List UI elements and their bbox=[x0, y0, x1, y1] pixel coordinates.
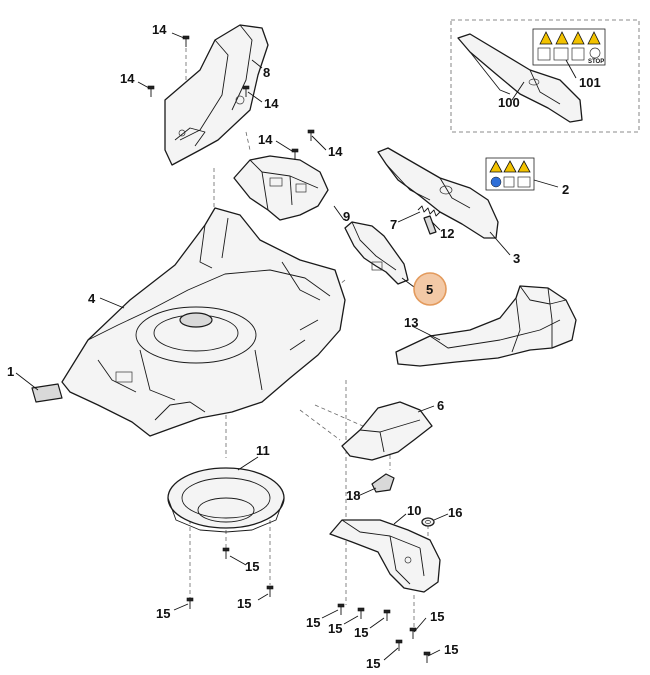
screw-icon bbox=[307, 129, 315, 141]
callout-9: 9 bbox=[343, 209, 350, 224]
callout-101: 101 bbox=[579, 75, 601, 90]
callout-7: 7 bbox=[390, 217, 397, 232]
callout-15: 15 bbox=[444, 642, 458, 657]
part-12-pin bbox=[423, 215, 437, 235]
part-4-housing bbox=[61, 207, 346, 437]
callout-14: 14 bbox=[152, 22, 167, 37]
part-16-washer bbox=[421, 517, 435, 527]
callout-2: 2 bbox=[562, 182, 569, 197]
callout-1: 1 bbox=[7, 364, 14, 379]
part-5-flap bbox=[344, 221, 409, 285]
callout-numbers: 14 8 14 14 14 14 9 4 1 100 101 2 3 7 12 … bbox=[7, 22, 601, 671]
callout-14: 14 bbox=[328, 144, 343, 159]
inset-box bbox=[450, 19, 640, 133]
callout-15: 15 bbox=[430, 609, 444, 624]
part-7-spring bbox=[417, 205, 441, 217]
callout-3: 3 bbox=[513, 251, 520, 266]
screw-icon bbox=[291, 148, 299, 160]
screw-icon bbox=[409, 627, 417, 639]
screw-icon bbox=[186, 597, 194, 609]
callout-13: 13 bbox=[404, 315, 418, 330]
screws-14 bbox=[147, 35, 315, 160]
callout-14: 14 bbox=[120, 71, 135, 86]
callout-15: 15 bbox=[354, 625, 368, 640]
callout-14: 14 bbox=[258, 132, 273, 147]
callout-16: 16 bbox=[448, 505, 462, 520]
part-101-warning-label: STOP bbox=[532, 28, 606, 66]
screw-icon bbox=[222, 547, 230, 559]
callout-15: 15 bbox=[366, 656, 380, 671]
part-18-clip bbox=[371, 473, 395, 493]
stop-text: STOP bbox=[588, 59, 604, 65]
part-1-label bbox=[31, 383, 63, 403]
callout-11: 11 bbox=[256, 443, 270, 458]
part-100-lever bbox=[457, 33, 583, 123]
part-3-lever bbox=[377, 147, 499, 239]
part-8-bracket bbox=[164, 24, 269, 166]
part-10-bracket bbox=[329, 519, 441, 593]
screw-icon bbox=[423, 651, 431, 663]
callout-15: 15 bbox=[245, 559, 259, 574]
screw-icon bbox=[383, 609, 391, 621]
callout-100: 100 bbox=[498, 95, 520, 110]
callout-8: 8 bbox=[263, 65, 270, 80]
part-11-baffle-ring bbox=[167, 467, 285, 533]
callout-14: 14 bbox=[264, 96, 279, 111]
screw-icon bbox=[337, 603, 345, 615]
screw-icon bbox=[242, 85, 250, 97]
part-9-bracket bbox=[233, 155, 329, 221]
screw-icon bbox=[357, 607, 365, 619]
screws-15 bbox=[186, 547, 431, 663]
part-6-cover bbox=[341, 401, 433, 461]
callout-15: 15 bbox=[328, 621, 342, 636]
callout-10: 10 bbox=[407, 503, 421, 518]
highlight-marker-5 bbox=[413, 272, 447, 306]
part-2-warning-label bbox=[485, 157, 535, 191]
callout-15: 15 bbox=[156, 606, 170, 621]
callout-5: 5 bbox=[426, 282, 433, 297]
screw-icon bbox=[266, 585, 274, 597]
screw-icon bbox=[395, 639, 403, 651]
callout-15: 15 bbox=[306, 615, 320, 630]
callout-4: 4 bbox=[88, 291, 96, 306]
callout-6: 6 bbox=[437, 398, 444, 413]
part-13-chute bbox=[395, 285, 577, 367]
callout-15: 15 bbox=[237, 596, 251, 611]
callout-18: 18 bbox=[346, 488, 360, 503]
callout-12: 12 bbox=[440, 226, 454, 241]
leader-lines bbox=[15, 32, 577, 661]
